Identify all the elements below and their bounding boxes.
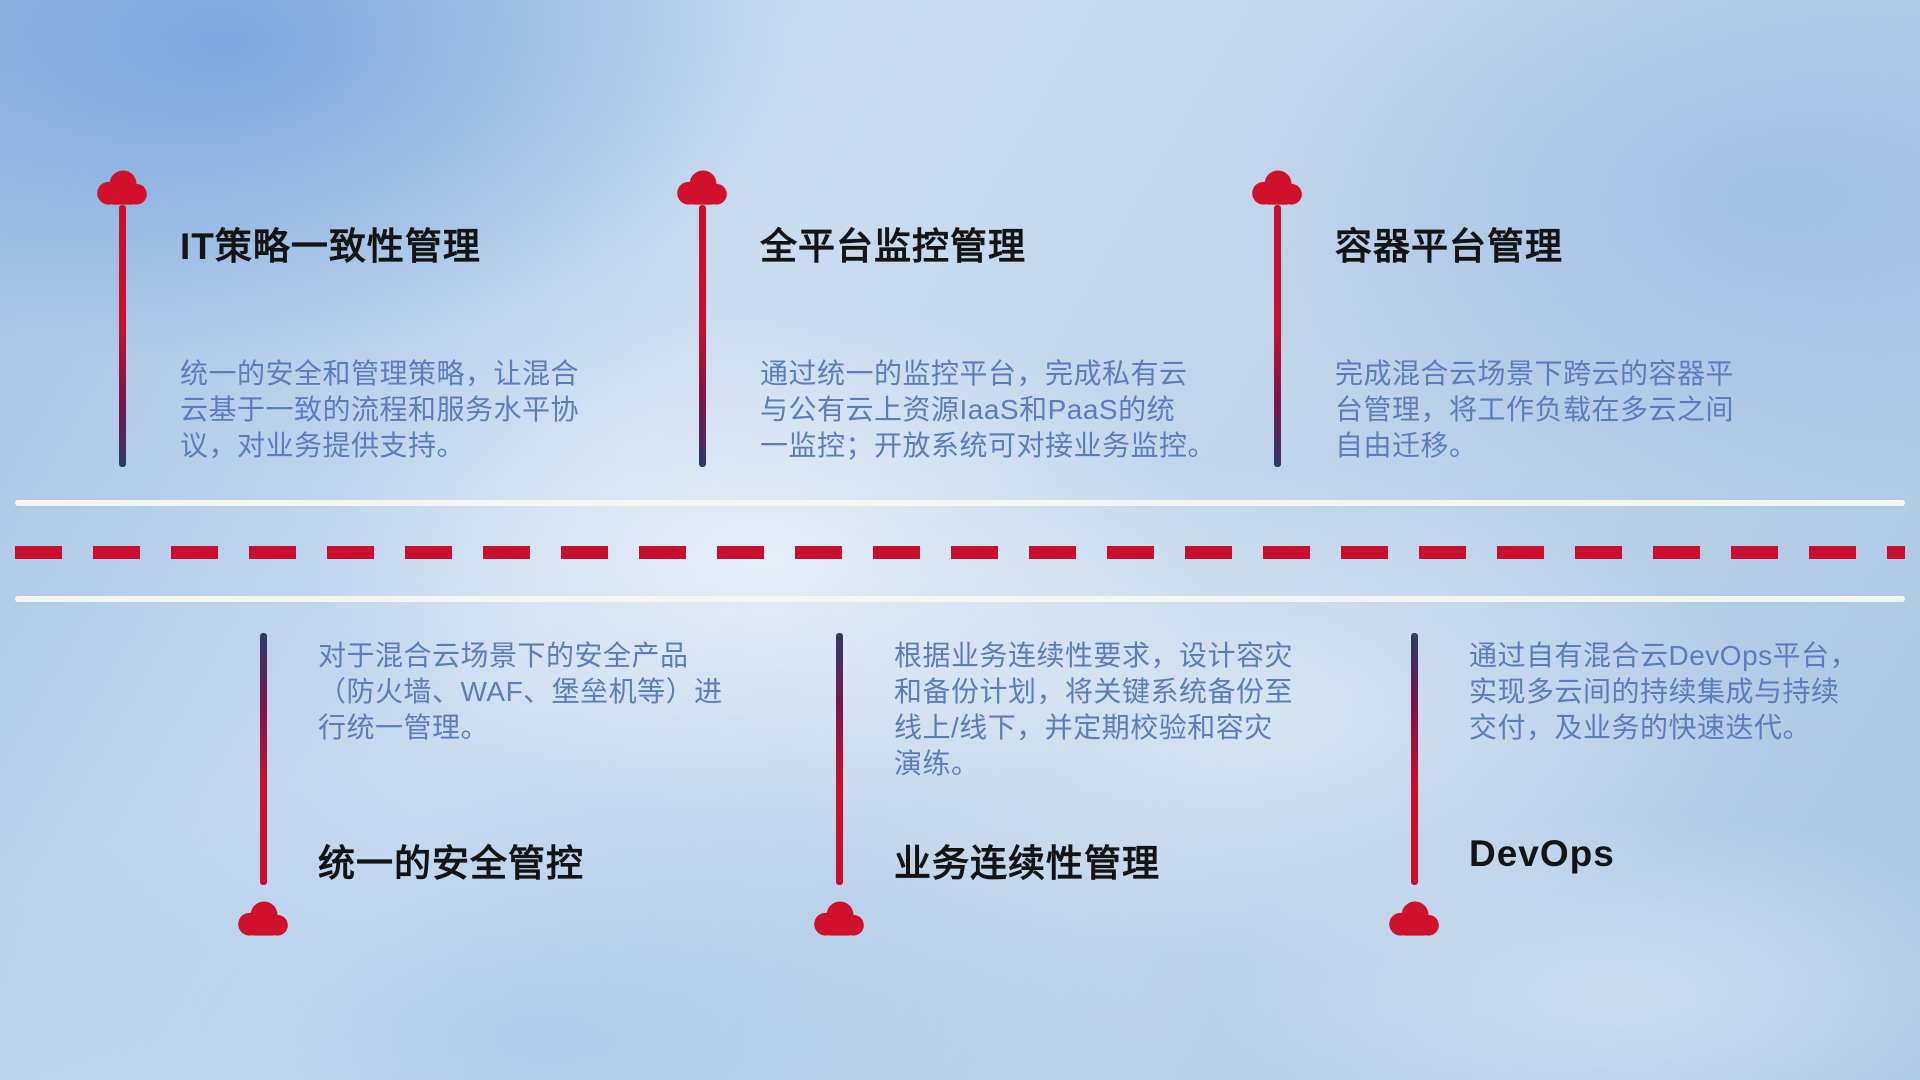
item-description: 完成混合云场景下跨云的容器平 台管理，将工作负载在多云之间 自由迁移。 [1335, 358, 1735, 461]
item-description: 统一的安全和管理策略，让混合 云基于一致的流程和服务水平协 议，对业务提供支持。 [180, 358, 580, 461]
connector-line [119, 205, 126, 467]
item-title: 全平台监控管理 [760, 226, 1026, 267]
item-title: DevOps [1469, 833, 1615, 874]
cloud-icon [671, 165, 733, 209]
cloud-icon [232, 896, 294, 940]
connector-line [1274, 205, 1281, 467]
item-description: 通过统一的监控平台，完成私有云 与公有云上资源IaaS和PaaS的统 一监控；开… [760, 358, 1217, 461]
cloud-icon [1383, 896, 1445, 940]
item-title: 容器平台管理 [1335, 226, 1563, 267]
item-title: 统一的安全管控 [318, 843, 584, 884]
cloud-icon [91, 165, 153, 209]
road-center-dashed-line [15, 546, 1905, 559]
connector-line [1411, 633, 1418, 885]
item-title: 业务连续性管理 [894, 843, 1160, 884]
connector-line [836, 633, 843, 885]
item-description: 根据业务连续性要求，设计容灾 和备份计划，将关键系统备份至 线上/线下，并定期校… [894, 640, 1294, 779]
connector-line [260, 633, 267, 885]
cloud-icon [808, 896, 870, 940]
road-edge-line-bottom [15, 596, 1905, 602]
item-description: 对于混合云场景下的安全产品 （防火墙、WAF、堡垒机等）进 行统一管理。 [318, 640, 723, 743]
connector-line [699, 205, 706, 467]
item-title: IT策略一致性管理 [180, 226, 481, 267]
item-description: 通过自有混合云DevOps平台， 实现多云间的持续集成与持续 交付，及业务的快速… [1469, 640, 1859, 743]
cloud-icon [1246, 165, 1308, 209]
road-edge-line-top [15, 500, 1905, 506]
